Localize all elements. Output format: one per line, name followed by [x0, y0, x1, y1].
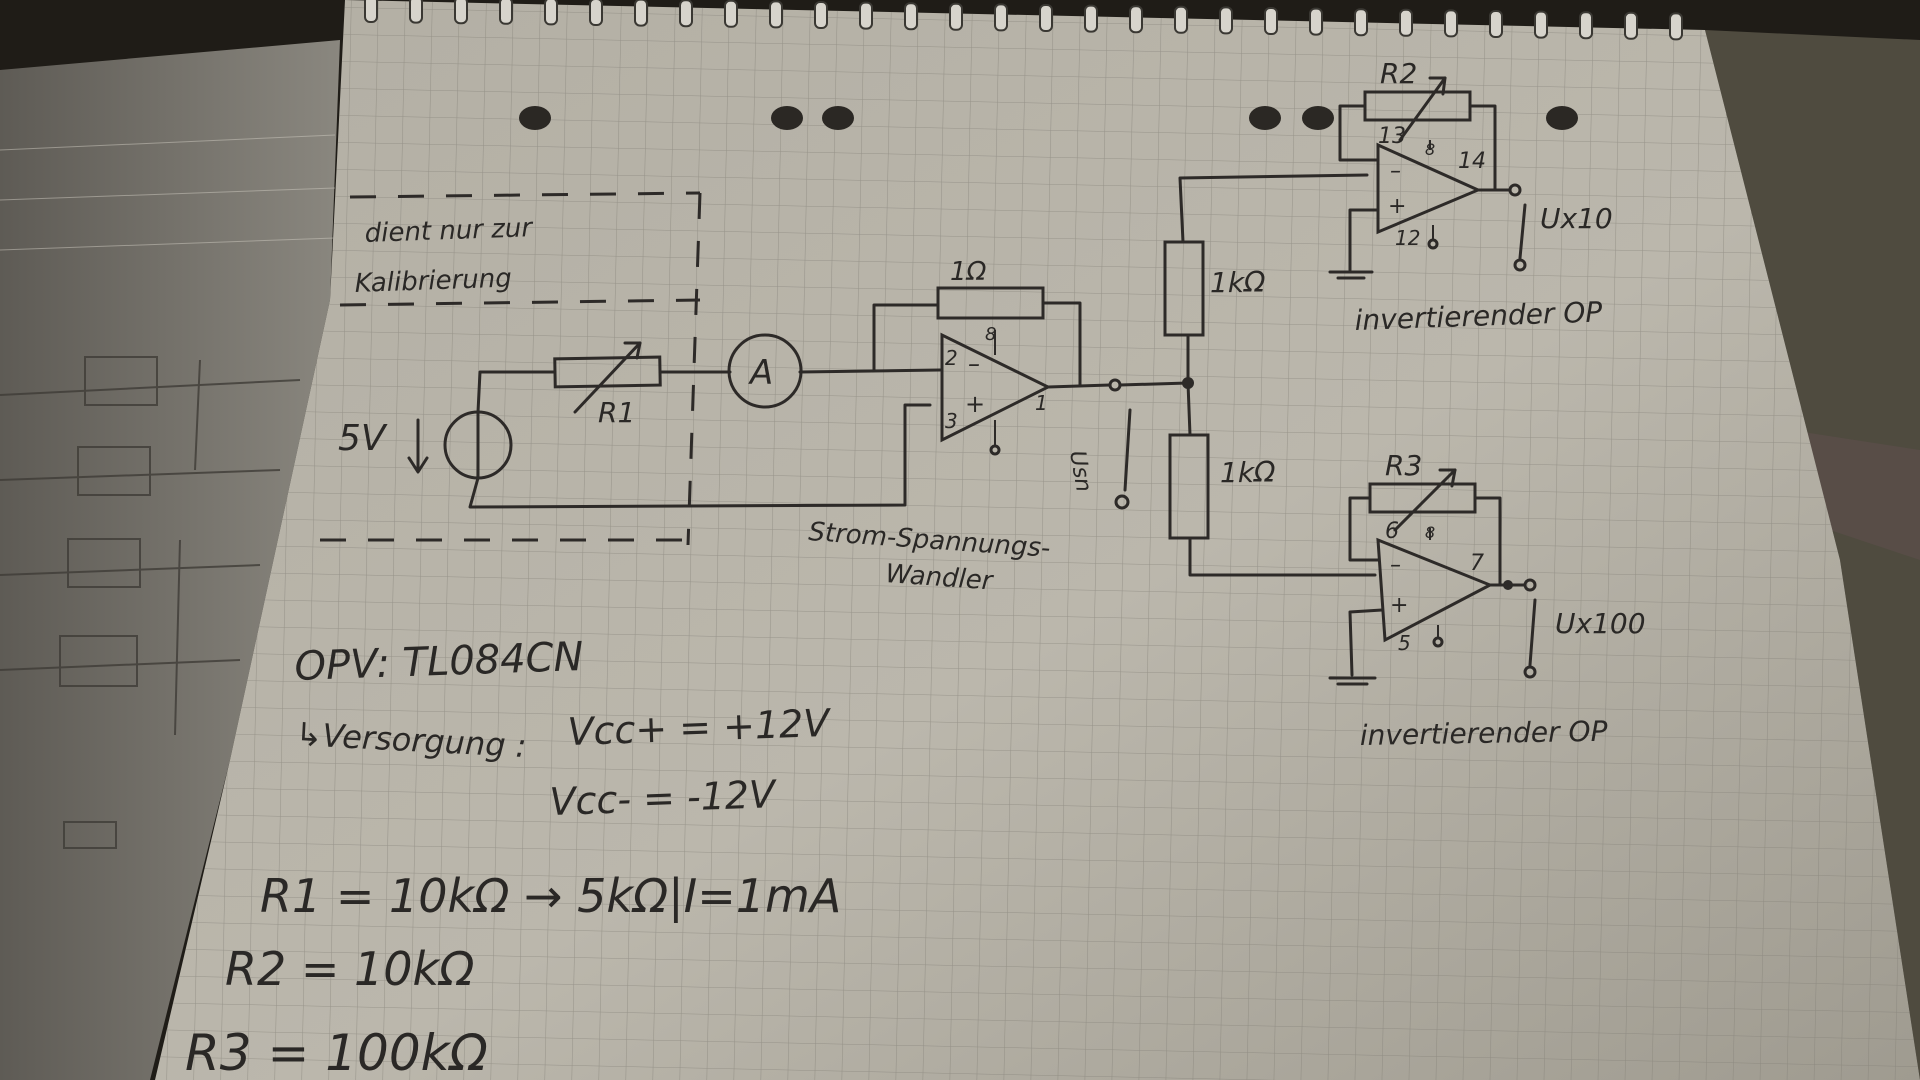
- opamp2-minus: –: [1390, 159, 1401, 184]
- spiral-ring: [904, 2, 918, 31]
- input-wiring: [468, 303, 942, 509]
- spiral-ring: [1264, 7, 1278, 35]
- spiral-ring: [1669, 12, 1683, 41]
- spiral-ring: [589, 0, 603, 26]
- spiral-ring: [1174, 5, 1188, 34]
- usn-output: Usn: [1064, 377, 1194, 510]
- opamp2-r-label: R2: [1380, 57, 1417, 90]
- ammeter: A: [727, 333, 803, 409]
- calibration-box: dient nur zur Kalibrierung: [320, 191, 702, 546]
- vcc-plus-note: Vcc+ = +12V: [567, 701, 833, 754]
- spiral-ring: [544, 0, 558, 26]
- opamp1-pin-inv: 2: [945, 346, 958, 370]
- opamp2-output-label: Ux10: [1540, 202, 1613, 235]
- spiral-ring: [1084, 4, 1098, 33]
- divider-bottom-label: 1kΩ: [1220, 456, 1276, 489]
- spiral-ring: [1129, 5, 1143, 34]
- spiral-ring: [1624, 11, 1638, 40]
- spiral-ring: [454, 0, 468, 25]
- spiral-ring: [1444, 9, 1458, 38]
- shunt-label: 1Ω: [950, 257, 987, 287]
- source-label: 5V: [338, 418, 388, 459]
- spiral-ring: [679, 0, 693, 28]
- calibration-note-line2: Kalibrierung: [354, 264, 512, 299]
- vcc-minus-note: Vcc- = -12V: [549, 772, 779, 824]
- component-notes: OPV: TL084CN ↳Versorgung : Vcc+ = +12V V…: [185, 634, 841, 1080]
- spiral-ring: [499, 0, 513, 25]
- spiral-ring: [1354, 8, 1368, 37]
- opamp1-minus: –: [968, 350, 980, 378]
- spiral-ring: [634, 0, 648, 27]
- voltage-source: 5V: [338, 410, 513, 480]
- desk-background: [1705, 30, 1920, 1080]
- shunt-resistor: 1Ω: [936, 257, 1082, 387]
- spiral-ring: [364, 0, 378, 23]
- opamp3-output-label: Ux100: [1555, 607, 1646, 640]
- opamp1-pin-supply: 8: [985, 324, 996, 345]
- spiral-ring: [1399, 8, 1413, 37]
- opamp2-pin-inv: 13: [1378, 124, 1406, 149]
- background-sheet: [0, 40, 340, 1080]
- spiral-ring: [724, 0, 738, 28]
- spiral-binding: [364, 0, 1683, 41]
- opamp2-pin-out: 14: [1458, 149, 1486, 174]
- calibration-note-line1: dient nur zur: [364, 213, 535, 249]
- resistor-r1: R1: [553, 341, 662, 429]
- opamp1-pin-out: 1: [1035, 391, 1048, 415]
- spiral-ring: [994, 3, 1008, 32]
- spiral-ring: [814, 1, 828, 29]
- r2-value-note: R2 = 10kΩ: [225, 942, 474, 996]
- opv-note: OPV: TL084CN: [294, 634, 584, 690]
- opamp3-pin-inv: 6: [1385, 519, 1399, 544]
- spiral-ring: [1219, 6, 1233, 35]
- opamp3-plus: +: [1390, 593, 1408, 618]
- spiral-ring: [769, 0, 783, 29]
- opamp2-pin-supply: 8: [1425, 140, 1435, 159]
- opamp2-pin-noninv: 12: [1395, 226, 1420, 250]
- opamp3-pin-noninv: 5: [1398, 631, 1411, 655]
- opamp3-minus: –: [1390, 553, 1401, 578]
- spiral-ring: [1534, 10, 1548, 39]
- ammeter-label: A: [748, 353, 773, 393]
- spiral-ring: [1309, 7, 1323, 36]
- opamp3-pin-supply: 8: [1425, 523, 1435, 542]
- opamp1-pin-noninv: 3: [945, 409, 958, 433]
- punched-holes: [519, 106, 1578, 130]
- divider-top-label: 1kΩ: [1210, 266, 1266, 299]
- spiral-ring: [1579, 11, 1593, 40]
- voltage-divider: 1kΩ 1kΩ: [1163, 173, 1377, 577]
- spiral-ring: [1489, 10, 1503, 38]
- opamp2-plus: +: [1388, 194, 1406, 219]
- spiral-ring: [859, 1, 873, 30]
- opamp3-caption: invertierender OP: [1360, 715, 1608, 752]
- r1-value-note: R1 = 10kΩ → 5kΩ|I=1mA: [260, 869, 841, 924]
- spiral-ring: [949, 2, 963, 31]
- opamp3-r-label: R3: [1385, 449, 1422, 482]
- r1-label: R1: [598, 396, 635, 429]
- spiral-ring: [1039, 4, 1053, 32]
- opamp-x100: R3 6 – + 7 5 8 Ux100 invertierender OP: [1328, 449, 1646, 752]
- opamp1-plus: +: [965, 390, 985, 418]
- spiral-ring: [409, 0, 423, 24]
- r3-value-note: R3 = 100kΩ: [185, 1024, 488, 1080]
- opamp3-pin-out: 7: [1470, 551, 1484, 576]
